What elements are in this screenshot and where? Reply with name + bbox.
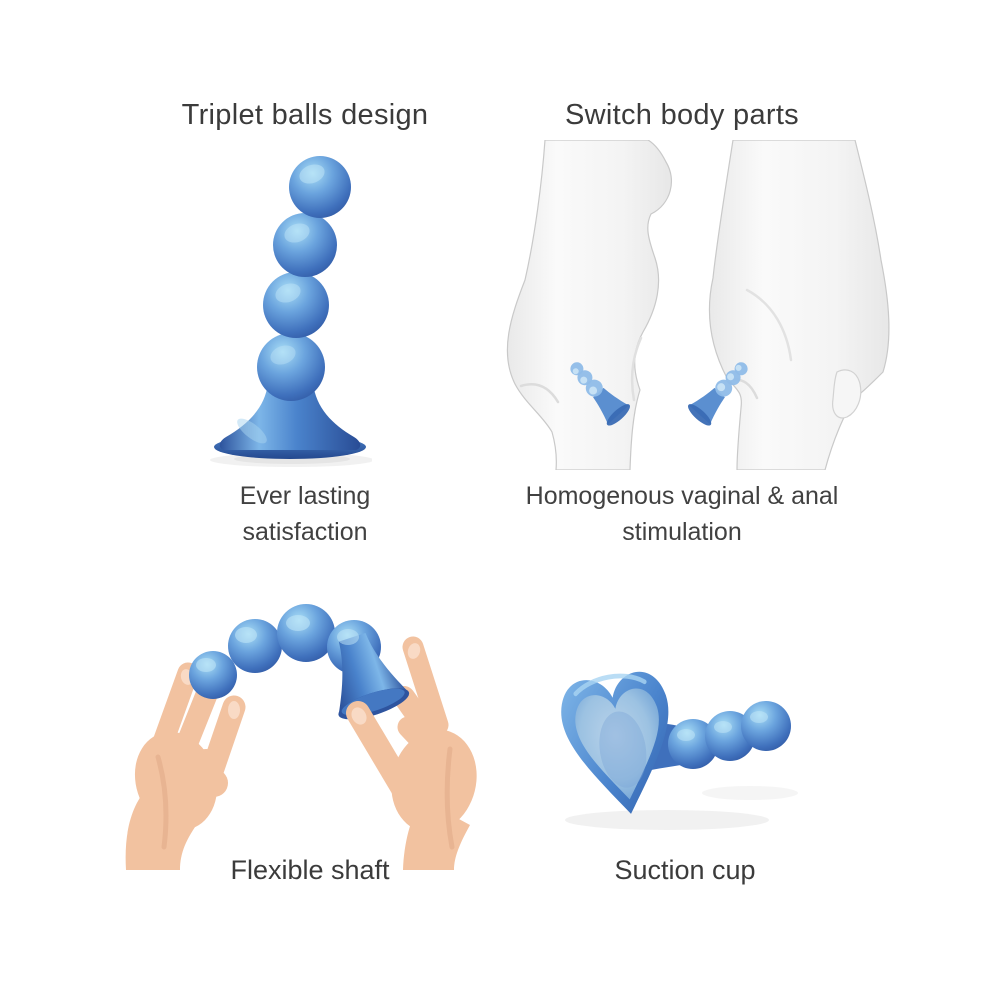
caption-line: Homogenous vaginal & anal bbox=[525, 482, 839, 510]
right-middle-finger bbox=[393, 686, 449, 756]
heart-suction-base bbox=[561, 671, 669, 814]
right-thumb bbox=[346, 701, 420, 809]
caption-triplet-balls: Ever lasting satisfaction bbox=[155, 478, 455, 550]
hands-bending-toy-svg bbox=[125, 604, 477, 870]
male-figure bbox=[708, 140, 890, 470]
plug-beads bbox=[237, 156, 351, 444]
right-ring-finger bbox=[397, 716, 453, 774]
bead-shaft bbox=[668, 701, 791, 769]
left-hand bbox=[125, 662, 228, 870]
panel-title-switch-body: Switch body parts bbox=[565, 99, 799, 131]
fingernail bbox=[407, 643, 421, 659]
panel-label-suction-cup: Suction cup bbox=[614, 855, 756, 885]
panel-title-triplet-balls: Triplet balls design bbox=[181, 99, 429, 131]
body-silhouettes-svg bbox=[506, 140, 890, 470]
caption-line: Ever lasting bbox=[239, 482, 371, 510]
suction-cup-illustration bbox=[555, 640, 805, 840]
suction-shadow bbox=[565, 786, 798, 830]
female-figure bbox=[506, 140, 673, 470]
arched-toy bbox=[189, 604, 410, 720]
suction-cup-svg bbox=[561, 671, 798, 830]
genital-outline bbox=[832, 369, 862, 419]
right-index-finger bbox=[402, 636, 449, 736]
beaded-plug-illustration bbox=[210, 150, 372, 470]
left-thumb bbox=[196, 695, 246, 795]
caption-line: stimulation bbox=[622, 518, 742, 546]
right-hand bbox=[391, 636, 477, 870]
caption-line: satisfaction bbox=[242, 518, 368, 546]
suction-cup-cavity bbox=[575, 688, 659, 800]
hands-bending-toy-illustration bbox=[108, 585, 498, 870]
body-silhouettes-illustration bbox=[485, 140, 910, 470]
left-index-finger bbox=[151, 662, 199, 756]
beaded-plug-svg bbox=[210, 156, 372, 467]
caption-switch-body: Homogenous vaginal & anal stimulation bbox=[482, 478, 882, 550]
panel-label-flexible-shaft: Flexible shaft bbox=[230, 855, 390, 885]
